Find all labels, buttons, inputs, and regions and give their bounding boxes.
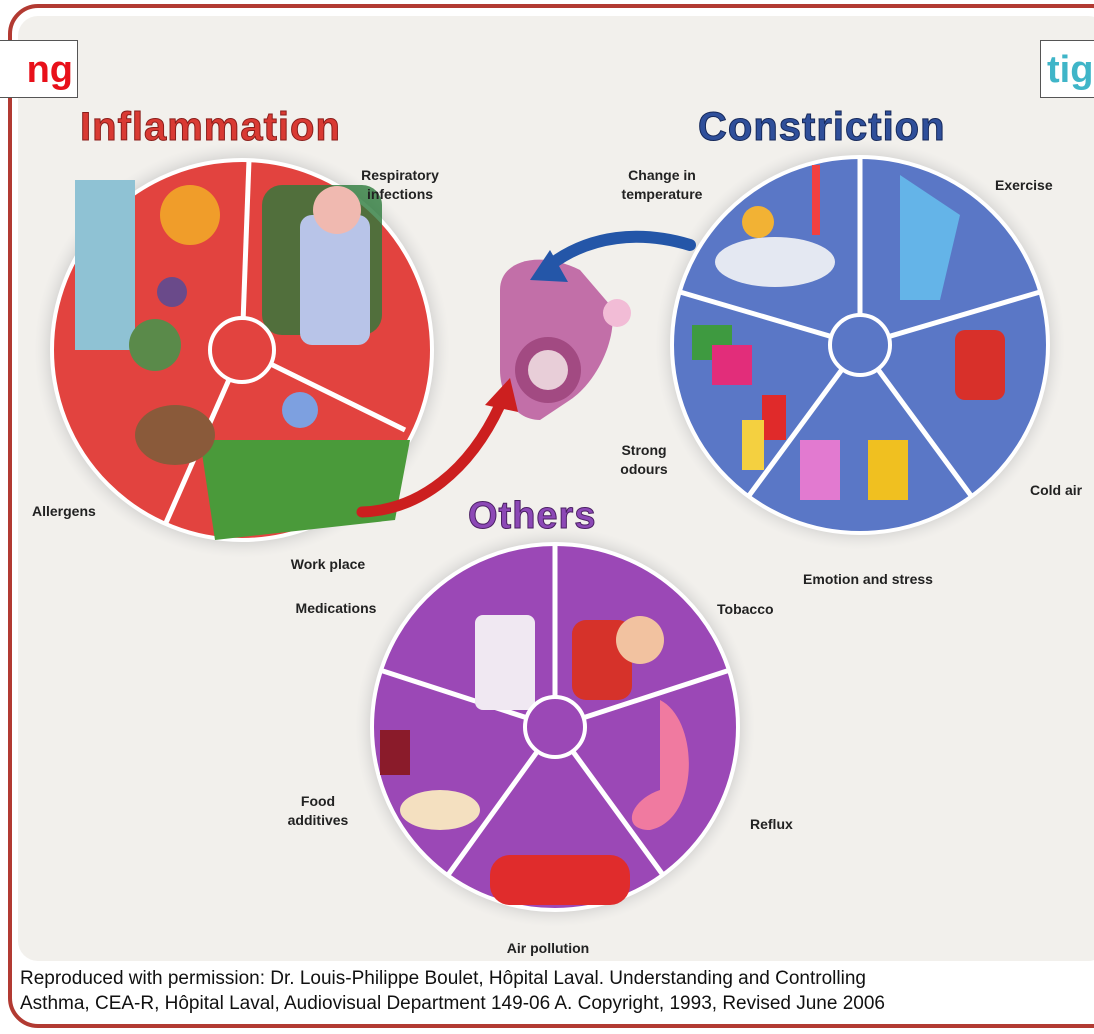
label-strong-line1: Strong	[621, 442, 666, 458]
inflammation-wheel	[34, 142, 450, 558]
heading-constriction: Constriction	[698, 105, 946, 149]
label-medications: Medications	[296, 600, 377, 616]
segment-labels: Respiratory infections Work place Allerg…	[32, 167, 1083, 956]
credit-caption: Reproduced with permission: Dr. Louis-Ph…	[20, 966, 1094, 1016]
label-respiratory-line2: infections	[367, 186, 433, 202]
arrow-inflammation-to-airway	[356, 399, 506, 518]
label-food-line2: additives	[288, 812, 349, 828]
arrow-head-red	[485, 378, 518, 412]
label-change-line1: Change in	[628, 167, 696, 183]
label-allergens: Allergens	[32, 503, 96, 519]
label-air-pollution: Air pollution	[507, 940, 589, 956]
label-emotion-stress: Emotion and stress	[803, 571, 933, 587]
label-reflux: Reflux	[750, 816, 793, 832]
credit-line-1: Reproduced with permission: Dr. Louis-Ph…	[20, 968, 866, 989]
cropped-tag-right: tig	[1040, 40, 1094, 98]
arrow-head-blue	[530, 250, 568, 282]
label-strong-line2: odours	[620, 461, 668, 477]
label-exercise: Exercise	[995, 177, 1053, 193]
arrow-constriction-to-airway	[544, 230, 696, 271]
label-change-line2: temperature	[622, 186, 703, 202]
heading-inflammation: Inflammation	[80, 105, 341, 149]
constriction-wheel	[655, 140, 1065, 550]
label-cold-air: Cold air	[1030, 482, 1083, 498]
credit-line-2: Asthma, CEA-R, Hôpital Laval, Audiovisua…	[20, 993, 885, 1014]
label-work-place: Work place	[291, 556, 366, 572]
cropped-tag-left: ng	[0, 40, 78, 98]
label-food-line1: Food	[301, 793, 335, 809]
airway-illustration	[500, 259, 631, 420]
label-respiratory-line1: Respiratory	[361, 167, 439, 183]
others-wheel	[355, 527, 755, 927]
heading-others: Others	[468, 495, 596, 537]
label-tobacco: Tobacco	[717, 601, 774, 617]
